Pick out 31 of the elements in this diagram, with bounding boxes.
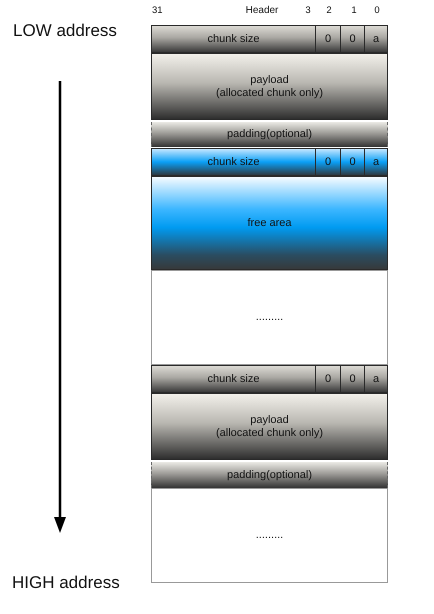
bit-number: 2 [326,6,332,16]
flag-bit: a [364,365,388,393]
address-label: LOW address [13,22,117,39]
bit-number: 31 [152,6,163,16]
flag-bit: 0 [340,25,365,53]
size-field: chunk size [151,25,316,53]
padding-block: padding(optional) [151,122,388,147]
flag-bit: 0 [340,148,365,176]
block-title: payload [250,414,289,426]
empty-block: ......... [151,270,388,365]
payload-block [151,393,388,460]
free-area-block: free area [151,176,388,270]
size-field: chunk size [151,148,316,176]
block-note: (allocated chunk only) [216,86,323,100]
bit-number: 3 [305,6,311,16]
empty-block: ......... [151,488,388,583]
block-note: (allocated chunk only) [216,426,323,440]
flag-bit: 0 [315,148,341,176]
flag-bit: a [364,25,388,53]
flag-bit: 0 [315,365,341,393]
flag-bit: a [364,148,388,176]
bit-number: 1 [351,6,357,16]
block-title: payload [250,74,289,86]
size-field: chunk size [151,365,316,393]
padding-block: padding(optional) [151,462,388,488]
header-label: Header [246,6,278,16]
bit-number: 0 [374,6,380,16]
payload-block [151,53,388,120]
flag-bit: 0 [340,365,365,393]
address-label: HIGH address [12,574,120,591]
flag-bit: 0 [315,25,341,53]
